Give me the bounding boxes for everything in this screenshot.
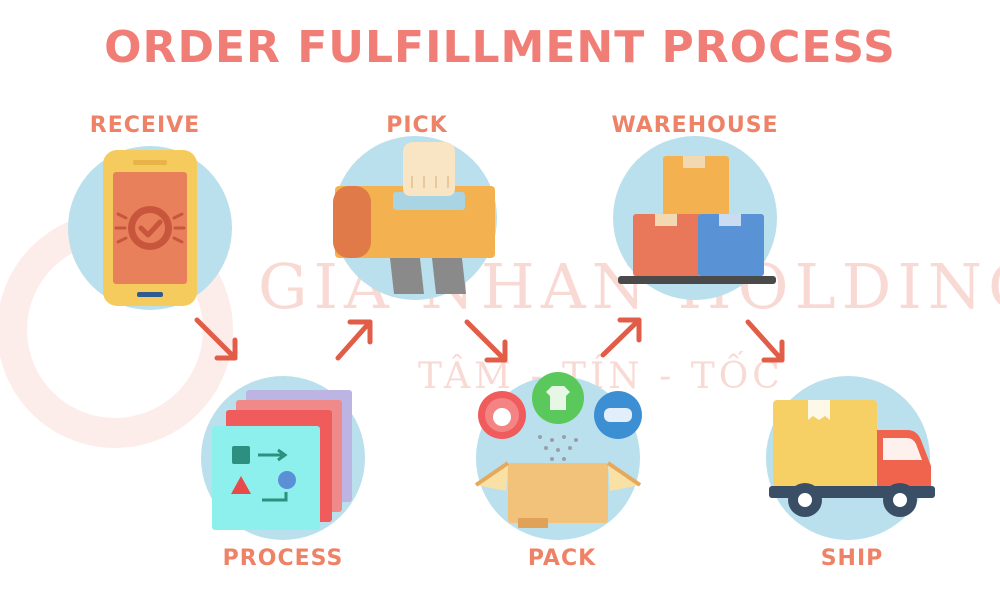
step-label-warehouse: WAREHOUSE (611, 113, 779, 138)
step-label-pick: PICK (386, 113, 448, 138)
arrow-warehouse-to-ship (745, 319, 785, 363)
arrow-process-to-pick (335, 319, 373, 361)
stacked-boxes-icon (618, 156, 776, 284)
arrow-pick-to-pack (464, 319, 508, 363)
step-label-pack: PACK (527, 546, 597, 571)
open-box-products-icon (474, 372, 642, 528)
step-label-receive: RECEIVE (89, 113, 201, 138)
page-title: ORDER FULFILLMENT PROCESS (104, 22, 896, 73)
step-label-process: PROCESS (222, 546, 344, 571)
arrow-pack-to-warehouse (600, 317, 642, 358)
step-label-ship: SHIP (820, 546, 884, 571)
smartphone-check-icon (103, 150, 197, 306)
forms-flowchart-icon (212, 390, 352, 530)
arrow-receive-to-process (194, 317, 238, 361)
delivery-truck-icon (769, 400, 935, 517)
box-grab-icon (333, 142, 495, 294)
